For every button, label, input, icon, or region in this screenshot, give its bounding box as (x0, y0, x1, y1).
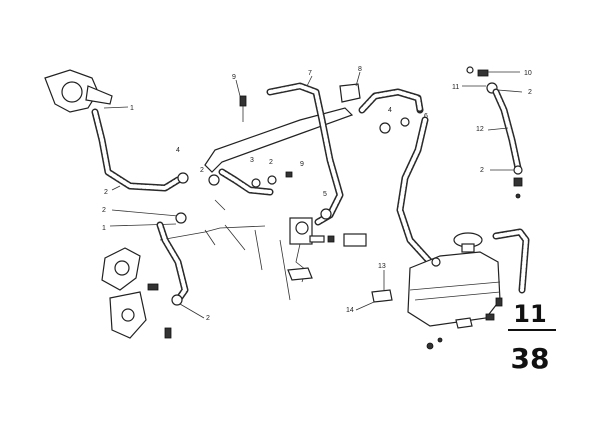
callout-2-e: 2 (206, 315, 210, 322)
page-reference: 11 38 (508, 300, 556, 375)
heater-pipe (204, 82, 354, 226)
callout-9-top: 9 (232, 74, 236, 81)
tank-strap (371, 289, 393, 303)
callout-2-f: 2 (528, 89, 532, 96)
expansion-tank (407, 232, 501, 350)
callout-8-top: 8 (358, 66, 362, 73)
callout-2-g: 2 (480, 167, 484, 174)
callout-1-top: 1 (130, 105, 134, 112)
callout-2-c: 2 (269, 159, 273, 166)
callout-3: 3 (250, 157, 254, 164)
thermostat-housing (44, 69, 113, 113)
page-number: 38 (511, 342, 550, 375)
bypass-hose (218, 168, 274, 196)
tank-bracket (485, 228, 530, 321)
bolt-9 (239, 95, 247, 122)
lower-hose-bottom (147, 221, 189, 306)
callout-4-mid: 4 (388, 107, 392, 114)
callout-2-a: 2 (104, 189, 108, 196)
callout-6: 6 (424, 113, 428, 120)
lower-radiator-hose (91, 108, 182, 192)
upper-radiator-hose (358, 88, 424, 134)
overflow-hose (396, 116, 434, 266)
engine-block-outline (159, 199, 291, 301)
callout-2-d: 2 (102, 207, 106, 214)
callout-14: 14 (346, 307, 354, 314)
callout-9-mid: 9 (300, 161, 304, 168)
callout-10: 10 (524, 70, 532, 77)
heater-control-valve (287, 217, 367, 283)
callout-12: 12 (476, 126, 484, 133)
callout-5: 5 (323, 191, 327, 198)
clamps-center (177, 171, 293, 188)
callout-4-left: 4 (176, 147, 180, 154)
callout-7: 7 (308, 70, 312, 77)
callout-1-mid: 1 (102, 225, 106, 232)
bracket-8 (339, 83, 361, 103)
water-pump-bracket (101, 247, 172, 339)
callout-13: 13 (378, 263, 386, 270)
callout-11: 11 (452, 84, 459, 91)
group-number: 11 (513, 300, 546, 328)
callout-2-b: 2 (200, 167, 204, 174)
